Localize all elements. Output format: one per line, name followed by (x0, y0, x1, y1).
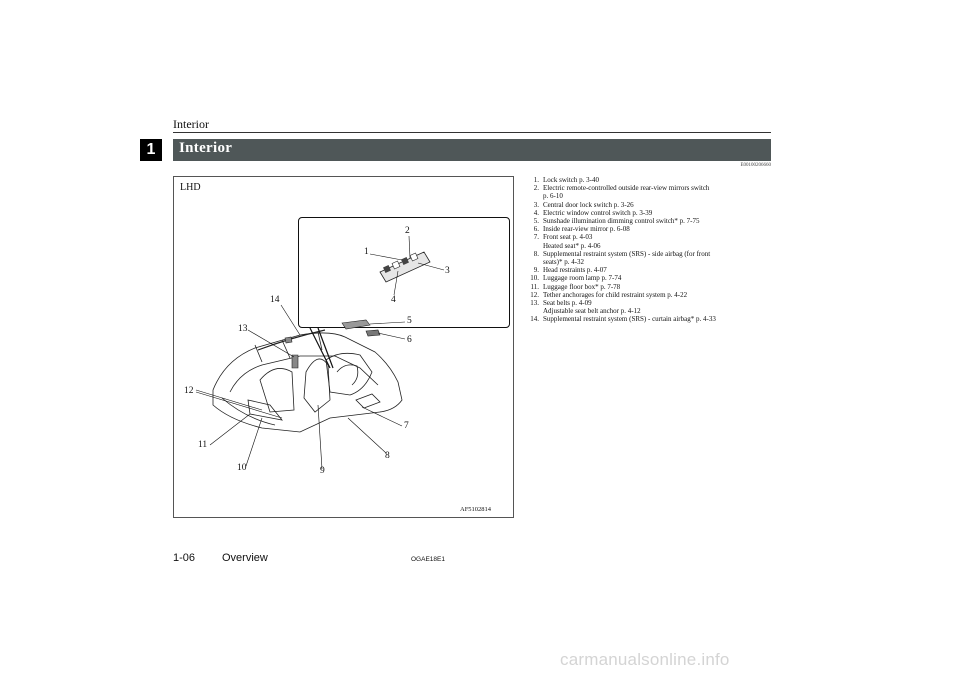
item-number: 9. (533, 266, 539, 275)
item-continuation: Heated seat* p. 4-06 (543, 241, 601, 250)
item-text: Front seat p. 4-03 (543, 233, 593, 242)
list-item: 7. Front seat p. 4-03 (523, 233, 773, 241)
window-switch-panel (379, 251, 431, 283)
item-number: 6. (533, 225, 539, 234)
figure-code: AF5102814 (460, 506, 492, 513)
switch-panel-inset (298, 217, 510, 328)
callout-6: 6 (407, 335, 412, 345)
item-text: Sunshade illumination dimming control sw… (543, 217, 700, 226)
item-number: 8. (533, 249, 539, 258)
list-item: 6. Inside rear-view mirror p. 6-08 (523, 225, 773, 233)
item-number: 5. (533, 217, 539, 226)
item-text: Luggage floor box* p. 7-78 (543, 282, 621, 291)
list-item: 11.Luggage floor box* p. 7-78 (523, 283, 773, 291)
section-ref-code: E00100206660 (740, 163, 771, 168)
item-number: 2. (533, 184, 539, 193)
section-title-bar (173, 139, 771, 161)
list-item: 2. Electric remote-controlled outside rea… (523, 184, 773, 192)
running-head: Interior (173, 117, 209, 131)
section-title: Interior (179, 140, 233, 156)
item-text: Electric window control switch p. 3-39 (543, 208, 653, 217)
figure-frame (173, 176, 514, 518)
callout-4: 4 (391, 295, 396, 305)
callout-7: 7 (404, 421, 409, 431)
item-text: Electric remote-controlled outside rear-… (543, 184, 710, 193)
parts-list: 1. Lock switch p. 3-40 2. Electric remote-… (523, 176, 773, 324)
callout-9: 9 (320, 466, 325, 476)
header-rule (173, 132, 771, 133)
callout-2: 2 (405, 226, 410, 236)
drive-label: LHD (180, 182, 201, 193)
item-text: Seat belts p. 4-09 (543, 299, 592, 308)
callout-3: 3 (445, 266, 450, 276)
list-item: 10. Luggage room lamp p. 7-74 (523, 274, 773, 282)
watermark-link[interactable]: carmanualsonline.info (560, 650, 730, 669)
mirror-and-switch-parts (284, 319, 381, 369)
callout-10: 10 (237, 463, 247, 473)
callout-13: 13 (238, 324, 248, 334)
item-number: 3. (533, 200, 539, 209)
vehicle-outline (212, 329, 403, 433)
list-item: 12. Tether anchorages for child restraint… (523, 291, 773, 299)
item-text: Inside rear-view mirror p. 6-08 (543, 225, 630, 234)
callout-1: 1 (364, 247, 369, 257)
list-item: 5. Sunshade illumination dimming control … (523, 217, 773, 225)
item-text: Head restraints p. 4-07 (543, 266, 607, 275)
item-text: Tether anchorages for child restraint sy… (543, 290, 688, 299)
callout-12: 12 (184, 386, 194, 396)
item-number: 11. (530, 282, 540, 291)
leader-lines (195, 235, 445, 470)
footer-section-name: Overview (222, 552, 268, 564)
item-continuation: p. 6-10 (543, 192, 563, 201)
page-number: 1-06 (173, 552, 196, 564)
item-text: Lock switch p. 3-40 (543, 176, 599, 184)
item-number: 14. (530, 315, 539, 324)
item-number: 1. (533, 176, 539, 184)
list-item: 14. Supplemental restraint system (SRS) -… (523, 315, 773, 323)
item-text: Supplemental restraint system (SRS) - cu… (543, 315, 716, 324)
callout-8: 8 (385, 451, 390, 461)
item-number: 12. (530, 290, 539, 299)
item-text: Supplemental restraint system (SRS) - si… (543, 249, 711, 258)
item-number: 13. (530, 299, 539, 308)
list-item: 9. Head restraints p. 4-07 (523, 266, 773, 274)
document-code: OGAE18E1 (411, 556, 445, 563)
callout-11: 11 (198, 440, 208, 450)
item-number: 7. (533, 233, 539, 242)
list-item: 13. Seat belts p. 4-09 (523, 299, 773, 307)
item-number: 10. (530, 274, 539, 283)
list-item: 3. Central door lock switch p. 3-26 (523, 201, 773, 209)
callout-5: 5 (407, 316, 412, 326)
interior-illustration (195, 235, 445, 470)
callout-14: 14 (270, 295, 280, 305)
list-item: 8. Supplemental restraint system (SRS) - … (523, 250, 773, 258)
item-continuation: Adjustable seat belt anchor p. 4-12 (543, 307, 641, 316)
item-text: Luggage room lamp p. 7-74 (543, 274, 622, 283)
item-text: Central door lock switch p. 3-26 (543, 200, 634, 209)
item-number: 4. (533, 208, 539, 217)
item-continuation: seats)* p. 4-32 (543, 258, 585, 267)
list-item: 4. Electric window control switch p. 3-39 (523, 209, 773, 217)
chapter-tab: 1 (140, 139, 162, 161)
list-item: 1. Lock switch p. 3-40 (523, 176, 773, 184)
